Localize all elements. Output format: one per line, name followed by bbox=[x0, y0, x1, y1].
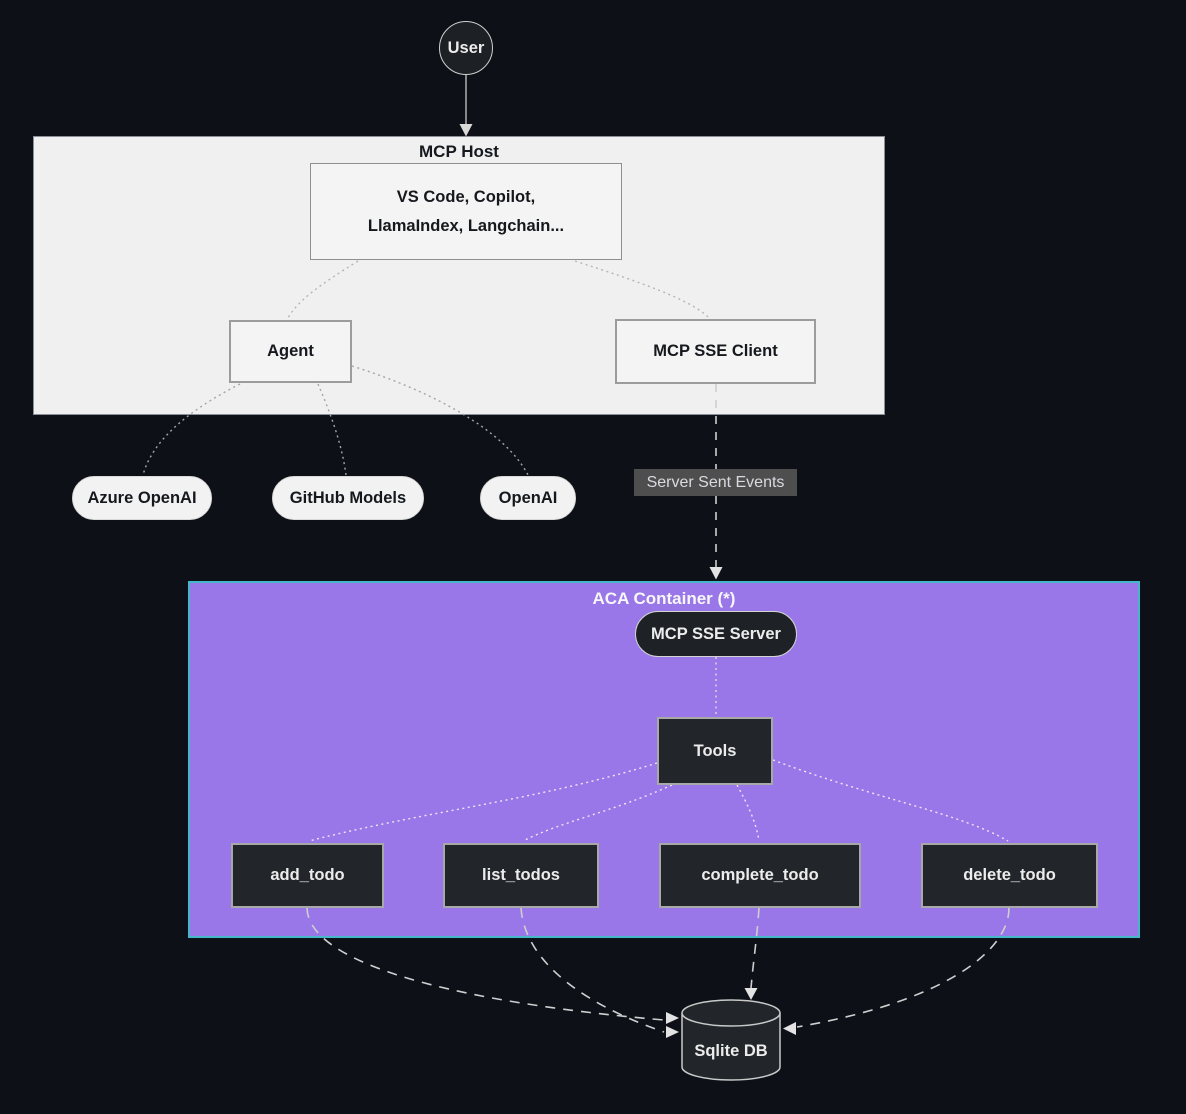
aca-container-title: ACA Container (*) bbox=[592, 589, 736, 608]
mcp-sse-server-label: MCP SSE Server bbox=[651, 624, 781, 643]
arrowhead-db-left-2 bbox=[666, 1026, 679, 1038]
mcp-host-title: MCP Host bbox=[419, 142, 499, 161]
sse-edge-label: Server Sent Events bbox=[634, 469, 797, 496]
tools-label: Tools bbox=[693, 741, 737, 760]
mcp-sse-client-node: MCP SSE Client bbox=[615, 319, 816, 384]
edge-agent-to-azure bbox=[142, 383, 241, 476]
list-todos-label: list_todos bbox=[482, 866, 560, 884]
azure-openai-node: Azure OpenAI bbox=[72, 476, 212, 520]
arrowhead-host bbox=[459, 124, 473, 137]
edge-tools-to-list-todos bbox=[522, 784, 673, 842]
edge-tools-to-delete-todo bbox=[772, 759, 1009, 842]
edge-complete-todo-to-db bbox=[750, 907, 760, 989]
add-todo-node: add_todo bbox=[231, 843, 384, 908]
edge-clients-to-sse-client bbox=[574, 260, 710, 319]
openai-label: OpenAI bbox=[498, 488, 558, 507]
clients-node: VS Code, Copilot, LlamaIndex, Langchain.… bbox=[310, 163, 622, 260]
edge-agent-to-github bbox=[317, 383, 347, 476]
github-models-node: GitHub Models bbox=[272, 476, 424, 520]
complete-todo-label: complete_todo bbox=[701, 866, 819, 884]
openai-node: OpenAI bbox=[480, 476, 576, 520]
add-todo-label: add_todo bbox=[270, 866, 345, 884]
arrowhead-db-top bbox=[744, 988, 758, 1000]
agent-node: Agent bbox=[229, 320, 352, 383]
sqlite-db-node: Sqlite DB bbox=[682, 1036, 780, 1066]
tools-node: Tools bbox=[657, 717, 773, 785]
mcp-sse-server-node: MCP SSE Server bbox=[635, 611, 797, 657]
edge-add-todo-to-db bbox=[306, 907, 665, 1021]
edge-delete-todo-to-db bbox=[796, 907, 1010, 1028]
database-cylinder-body bbox=[681, 1013, 781, 1081]
user-label: User bbox=[447, 38, 485, 57]
arrowhead-aca bbox=[709, 567, 723, 580]
agent-label: Agent bbox=[267, 342, 314, 360]
database-cylinder-top bbox=[681, 999, 781, 1027]
clients-label-line2: LlamaIndex, Langchain... bbox=[367, 216, 565, 235]
clients-label-line1: VS Code, Copilot, bbox=[396, 187, 536, 206]
edge-tools-to-complete-todo bbox=[736, 784, 760, 842]
user-node: User bbox=[439, 21, 493, 75]
mcp-sse-client-label: MCP SSE Client bbox=[653, 342, 778, 360]
list-todos-node: list_todos bbox=[443, 843, 599, 908]
edge-list-todos-to-db bbox=[520, 907, 665, 1033]
sse-edge-label-text: Server Sent Events bbox=[646, 473, 785, 491]
delete-todo-label: delete_todo bbox=[963, 866, 1056, 884]
delete-todo-node: delete_todo bbox=[921, 843, 1098, 908]
arrowhead-db-left-1 bbox=[666, 1012, 679, 1024]
complete-todo-node: complete_todo bbox=[659, 843, 861, 908]
edge-agent-to-openai bbox=[351, 365, 529, 476]
sqlite-db-label: Sqlite DB bbox=[694, 1041, 768, 1060]
arrowhead-db-right bbox=[783, 1022, 796, 1035]
edge-clients-to-agent bbox=[287, 260, 359, 319]
edge-tools-to-add-todo bbox=[308, 762, 658, 842]
azure-openai-label: Azure OpenAI bbox=[87, 488, 197, 507]
github-models-label: GitHub Models bbox=[289, 488, 407, 507]
